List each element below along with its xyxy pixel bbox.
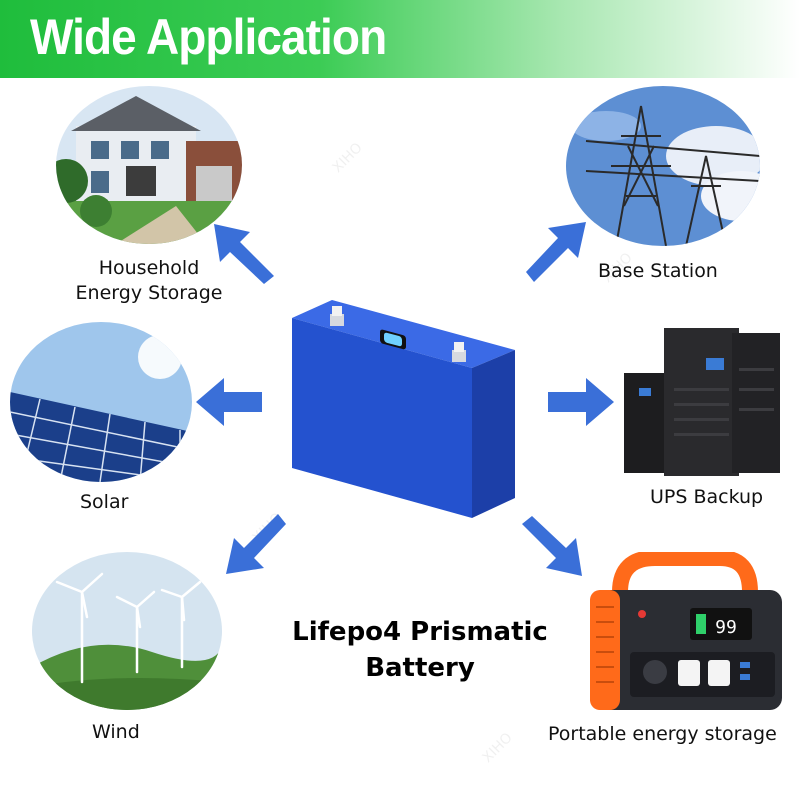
product-title-line2: Battery — [365, 653, 475, 683]
ups-image — [614, 318, 784, 478]
label-wind: Wind — [92, 721, 140, 743]
product-title: Lifepo4 Prismatic Battery — [270, 614, 570, 686]
arrow-to-ups — [548, 372, 614, 432]
label-solar: Solar — [80, 491, 129, 513]
arrow-to-wind — [226, 514, 286, 574]
display-readout: 99 — [715, 617, 737, 638]
wind-image — [32, 552, 222, 710]
product-title-line1: Lifepo4 Prismatic — [292, 617, 548, 647]
label-portable: Portable energy storage — [548, 723, 777, 745]
battery-image — [272, 292, 532, 524]
watermark-4: XIHO — [479, 729, 516, 767]
arrow-to-base-station — [526, 222, 586, 282]
solar-image — [10, 322, 192, 482]
base-station-image — [566, 86, 760, 246]
label-ups: UPS Backup — [650, 486, 764, 508]
label-household: Household Energy Storage — [56, 256, 242, 306]
label-base-station: Base Station — [598, 260, 718, 282]
arrow-to-portable — [522, 516, 582, 576]
label-household-line1: Household — [98, 257, 200, 279]
arrow-to-household — [214, 224, 274, 284]
page-title: Wide Application — [30, 9, 387, 65]
header-banner: Wide Application — [0, 0, 800, 78]
watermark-1: XIHO — [329, 139, 366, 177]
household-image — [56, 86, 242, 244]
label-household-line2: Energy Storage — [75, 282, 223, 304]
arrow-to-solar — [196, 372, 262, 432]
portable-image: 99 — [580, 552, 786, 718]
